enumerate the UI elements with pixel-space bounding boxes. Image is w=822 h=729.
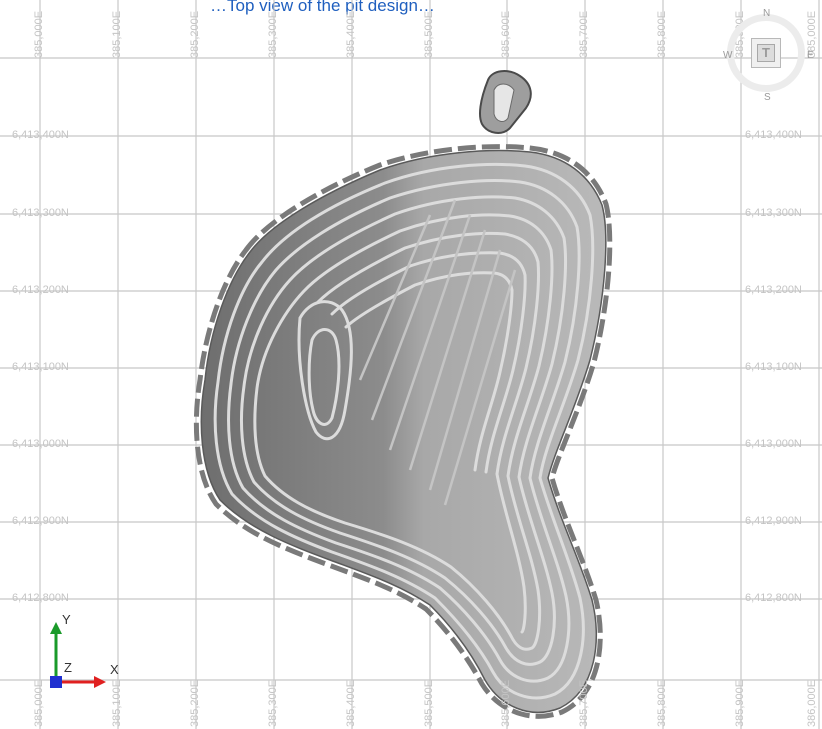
easting-label-top: 385,500E xyxy=(423,10,435,58)
easting-label-bottom: 386,000E xyxy=(806,679,818,727)
easting-label-top: 385,200E xyxy=(189,10,201,58)
northing-label-right: 6,413,300N xyxy=(745,207,802,219)
x-axis-label: X xyxy=(110,662,119,677)
easting-label-top: 385,600E xyxy=(500,10,512,58)
view-cube-face[interactable]: T xyxy=(757,44,775,62)
northing-label-left: 6,413,200N xyxy=(12,284,69,296)
compass-east-label[interactable]: E xyxy=(807,50,814,61)
y-axis-arrowhead xyxy=(50,622,62,634)
y-axis-label: Y xyxy=(62,612,71,627)
z-axis-label: Z xyxy=(64,660,72,675)
view-compass[interactable]: T N S W E xyxy=(723,8,819,106)
easting-label-top: 385,700E xyxy=(578,10,590,58)
pit-ramps xyxy=(358,199,517,506)
easting-label-bottom: 385,600E xyxy=(500,679,512,727)
pit-body xyxy=(193,144,613,719)
z-axis-marker xyxy=(50,676,62,688)
x-axis-arrowhead xyxy=(94,676,106,688)
caption-text: …Top view of the pit design… xyxy=(210,0,435,15)
northing-label-left: 6,412,800N xyxy=(12,592,69,604)
view-cube[interactable]: T xyxy=(751,38,781,68)
easting-label-bottom: 385,300E xyxy=(267,679,279,727)
pit-benches xyxy=(213,162,595,700)
easting-label-top: 385,300E xyxy=(267,10,279,58)
axis-triad: Y X Z xyxy=(44,612,134,692)
easting-label-top: 385,000E xyxy=(33,10,45,58)
compass-north-label[interactable]: N xyxy=(763,8,771,19)
northing-label-left: 6,413,300N xyxy=(12,207,69,219)
axis-triad-arrows xyxy=(50,622,106,688)
northing-label-left: 6,412,900N xyxy=(12,515,69,527)
ore-pod xyxy=(479,70,532,134)
easting-label-bottom: 385,200E xyxy=(189,679,201,727)
easting-label-bottom: 385,800E xyxy=(656,679,668,727)
easting-label-top: 385,400E xyxy=(345,10,357,58)
northing-label-left: 6,413,000N xyxy=(12,438,69,450)
easting-label-bottom: 385,500E xyxy=(423,679,435,727)
northing-label-left: 6,413,400N xyxy=(12,129,69,141)
northing-label-right: 6,413,400N xyxy=(745,129,802,141)
northing-label-right: 6,412,900N xyxy=(745,515,802,527)
pit-rim xyxy=(193,144,613,719)
easting-label-top: 385,100E xyxy=(111,10,123,58)
northing-label-right: 6,413,000N xyxy=(745,438,802,450)
compass-south-label[interactable]: S xyxy=(764,92,771,103)
easting-label-bottom: 385,400E xyxy=(345,679,357,727)
northing-label-right: 6,413,200N xyxy=(745,284,802,296)
easting-label-bottom: 385,900E xyxy=(734,679,746,727)
easting-label-bottom: 385,700E xyxy=(578,679,590,727)
northing-label-left: 6,413,100N xyxy=(12,361,69,373)
compass-ring[interactable] xyxy=(727,14,805,92)
northing-label-right: 6,413,100N xyxy=(745,361,802,373)
easting-label-top: 385,800E xyxy=(656,10,668,58)
northing-label-right: 6,412,800N xyxy=(745,592,802,604)
compass-west-label[interactable]: W xyxy=(723,50,733,61)
